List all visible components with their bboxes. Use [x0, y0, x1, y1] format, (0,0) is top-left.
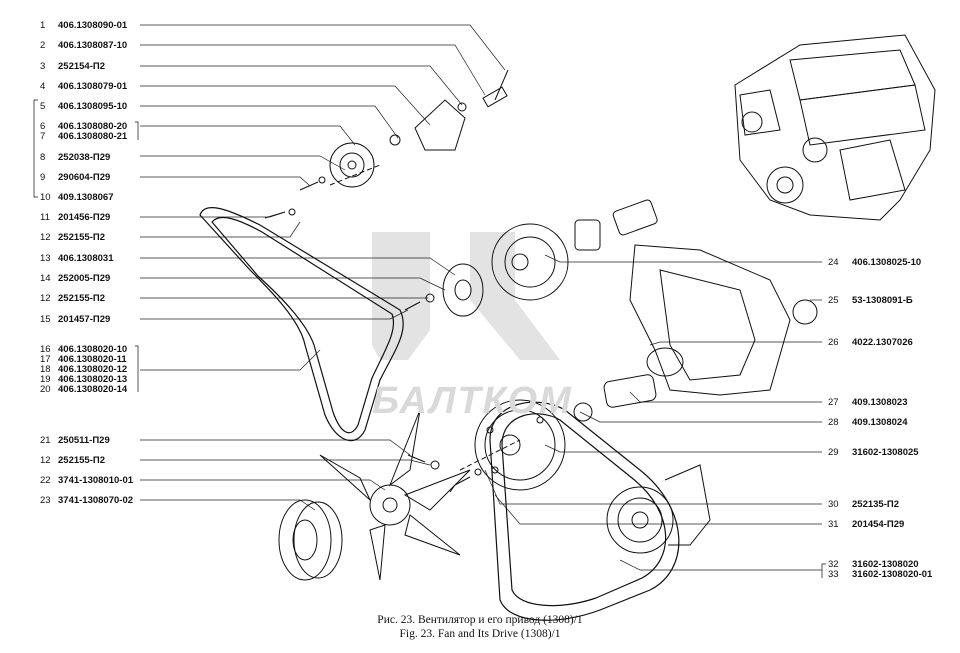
callout-number: 16: [40, 344, 51, 355]
callout-part-number: 250511-П29: [58, 435, 110, 446]
callout-part-number: 290604-П29: [58, 172, 111, 183]
callout-number: 24: [828, 257, 839, 268]
timing-cover: [573, 244, 818, 422]
callout-part-number: 406.1308080-21: [58, 131, 128, 142]
callout-part-number: 406.1308020-10: [58, 344, 128, 355]
callout-part-number: 31602-1308025: [852, 447, 919, 458]
callout-part-number: 406.1308020-14: [58, 384, 128, 395]
crank-pulley: [474, 399, 566, 491]
callout-part-number: 406.1308020-12: [58, 364, 128, 375]
engine-illustration: [734, 34, 936, 221]
callout-number: 23: [40, 495, 51, 506]
leader-lines: [140, 24, 822, 571]
callout-part-number: 252038-П29: [58, 152, 111, 163]
callout-part-number: 3741-1308010-01: [58, 475, 134, 486]
callout-part-number: 406.1308025-10: [852, 257, 922, 268]
caption-english: Fig. 23. Fan and Its Drive (1308)/1: [399, 628, 561, 640]
callout-number: 33: [828, 569, 839, 580]
watermark-logo: [372, 232, 560, 360]
callout-number: 1: [40, 20, 46, 31]
callout-number: 9: [40, 172, 46, 183]
generator: [606, 464, 711, 554]
callout-part-number: 252135-П2: [852, 499, 899, 510]
callout-part-number: 406.1308031: [58, 253, 114, 264]
callout-number: 6: [40, 121, 46, 132]
callout-part-number: 3741-1308070-02: [58, 495, 134, 506]
callout-number: 4: [40, 81, 46, 92]
watermark-text: БАЛТКОМ: [372, 380, 573, 422]
callout-number: 31: [828, 519, 839, 530]
callout-part-number: 406.1308079-01: [58, 81, 128, 92]
callout-number: 11: [40, 212, 50, 223]
callout-part-number: 201457-П29: [58, 314, 111, 325]
callout-number: 32: [828, 559, 839, 570]
callout-number: 25: [828, 295, 839, 306]
drive-belt-short: [489, 401, 680, 621]
callout-number: 3: [40, 61, 46, 72]
callout-part-number: 252005-П29: [58, 273, 111, 284]
callout-part-number: 406.1308087-10: [58, 40, 128, 51]
group-brackets: [33, 99, 826, 578]
callout-number: 12: [40, 232, 51, 243]
callout-number: 5: [40, 101, 46, 112]
tensioner-assembly: [299, 69, 509, 191]
callout-number: 15: [40, 314, 51, 325]
callout-number: 8: [40, 152, 46, 163]
callout-number: 13: [40, 253, 51, 264]
pump-pulley-assembly: [404, 199, 658, 317]
callout-part-number: 406.1308080-20: [58, 121, 128, 132]
callout-part-number: 53-1308091-Б: [852, 295, 913, 306]
callout-part-number: 252155-П2: [58, 293, 105, 304]
fasteners: [264, 208, 521, 486]
caption-russian: Рис. 23. Вентилятор и его привод (1308)/…: [377, 614, 583, 626]
callout-number: 30: [828, 499, 839, 510]
callout-number: 27: [828, 397, 839, 408]
callout-number: 28: [828, 417, 839, 428]
callout-number: 10: [40, 192, 51, 203]
callout-number: 14: [40, 273, 51, 284]
callout-part-number: 409.1308024: [852, 417, 908, 428]
callout-part-number: 201456-П29: [58, 212, 111, 223]
fan: [319, 409, 471, 581]
callout-number: 12: [40, 293, 51, 304]
callout-number: 2: [40, 40, 46, 51]
callout-number: 20: [40, 384, 51, 395]
callout-part-number: 406.1308095-10: [58, 101, 128, 112]
callout-part-number: 4022.1307026: [852, 337, 913, 348]
callout-number: 17: [40, 354, 51, 365]
drive-belt-long: [199, 206, 404, 442]
callout-part-number: 31602-1308020-01: [852, 569, 933, 580]
callout-number: 18: [40, 364, 51, 375]
callout-part-number: 252155-П2: [58, 232, 105, 243]
callout-number: 12: [40, 455, 51, 466]
callout-part-number: 409.1308023: [852, 397, 908, 408]
callout-part-number: 252154-П2: [58, 61, 105, 72]
callout-number: 26: [828, 337, 839, 348]
callout-part-number: 201454-П29: [852, 519, 905, 530]
callout-part-number: 252155-П2: [58, 455, 105, 466]
callout-number: 19: [40, 374, 51, 385]
fan-clutch: [278, 499, 343, 581]
callout-part-number: 409.1308067: [58, 192, 114, 203]
callout-part-number: 406.1308090-01: [58, 20, 128, 31]
callout-part-number: 31602-1308020: [852, 559, 919, 570]
callout-part-number: 406.1308020-11: [58, 354, 127, 365]
callout-number: 29: [828, 447, 839, 458]
callout-number: 21: [40, 435, 51, 446]
callout-part-number: 406.1308020-13: [58, 374, 128, 385]
callout-number: 22: [40, 475, 51, 486]
callout-number: 7: [40, 131, 46, 142]
